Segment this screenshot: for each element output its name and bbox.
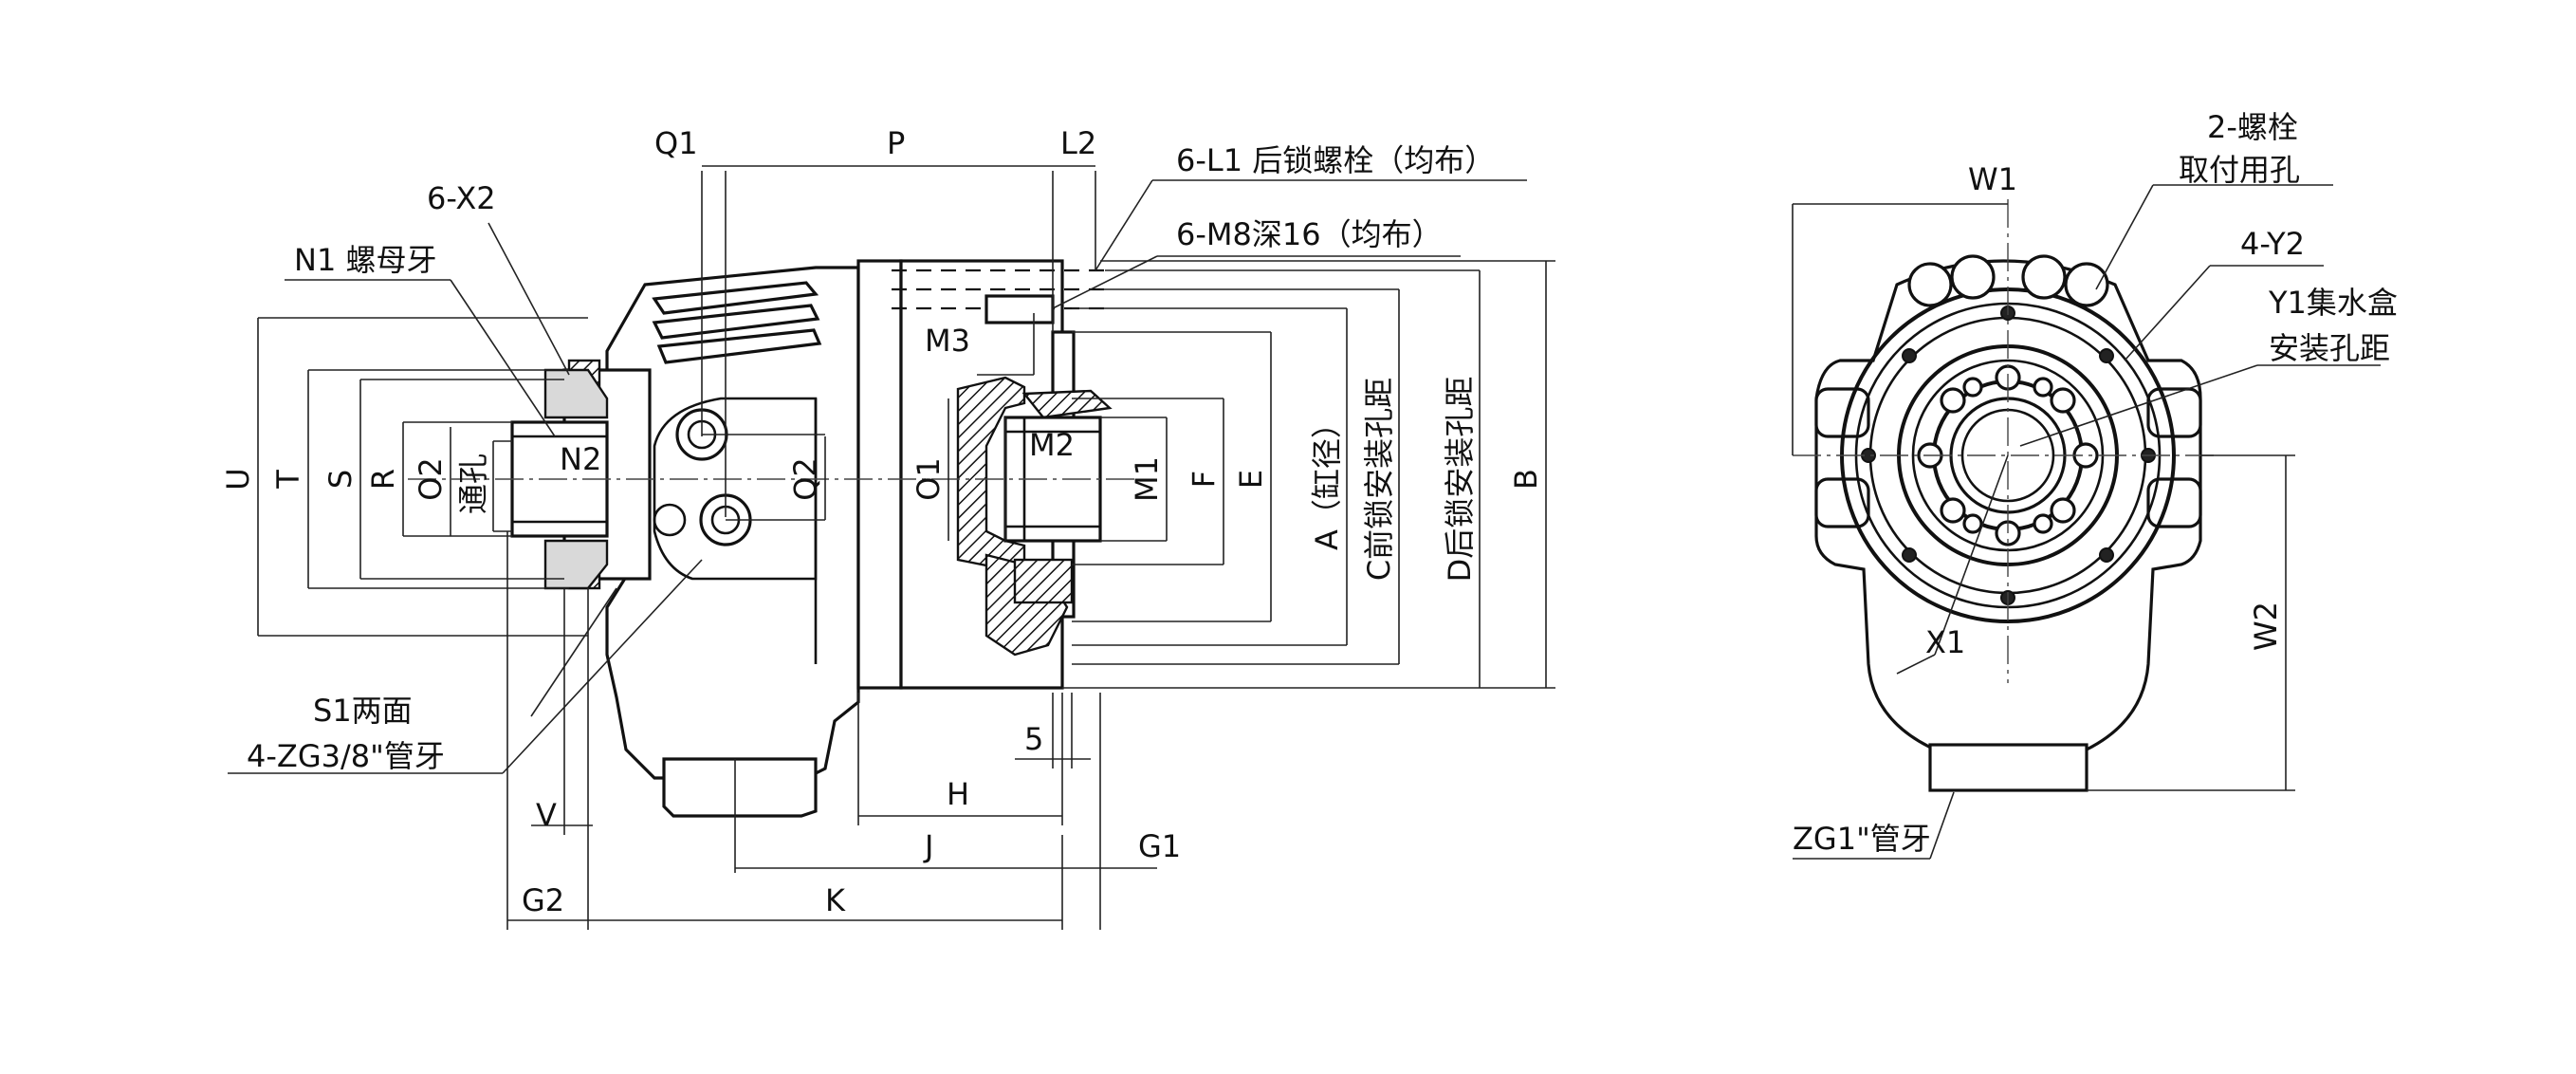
label-x2: 6-X2 — [427, 180, 496, 216]
label-zg38: 4-ZG3/8"管牙 — [247, 738, 445, 774]
label-s1: S1两面 — [313, 693, 413, 729]
label-g1: G1 — [1138, 828, 1181, 864]
label-l1-note: 6-L1 后锁螺栓（均布） — [1176, 142, 1495, 178]
dimensions-bottom — [228, 531, 1157, 930]
label-n2: N2 — [560, 441, 601, 477]
label-o1: O1 — [911, 457, 947, 501]
label-h: H — [947, 776, 969, 812]
label-c: C前锁安装孔距 — [1361, 378, 1397, 581]
side-view: Q1 P L2 6-L1 后锁螺栓（均布） 6-M8深16（均布） 6-X2 N… — [220, 125, 1555, 930]
label-y1-line1: Y1集水盒 — [2268, 285, 2398, 321]
label-g2: G2 — [522, 882, 564, 918]
label-k: K — [825, 882, 846, 918]
label-bolt2-line2: 取付用孔 — [2179, 152, 2300, 188]
label-tongkong: 通孔 — [455, 454, 491, 514]
label-a: A（缸径） — [1309, 408, 1345, 550]
label-m8-note: 6-M8深16（均布） — [1176, 216, 1443, 252]
label-m2: M2 — [1029, 427, 1075, 463]
label-t: T — [270, 470, 306, 490]
label-q2: Q2 — [787, 457, 823, 501]
label-zg1: ZG1"管牙 — [1793, 821, 1931, 857]
label-f: F — [1186, 471, 1222, 488]
label-b: B — [1508, 469, 1544, 490]
label-p: P — [887, 125, 905, 161]
label-m3: M3 — [925, 323, 970, 359]
front-view: 2-螺栓 取付用孔 W1 4-Y2 Y1集水盒 安装孔距 X1 W2 ZG1"管… — [1792, 109, 2398, 860]
label-q1: Q1 — [654, 125, 698, 161]
label-five: 5 — [1024, 721, 1043, 757]
label-v: V — [536, 797, 557, 833]
top-notch-left — [1907, 254, 2109, 307]
label-y2: 4-Y2 — [2240, 226, 2305, 262]
dimensions-left — [257, 317, 826, 637]
label-s: S — [322, 470, 359, 489]
label-x1: X1 — [1925, 624, 1965, 660]
label-m1: M1 — [1129, 456, 1165, 502]
label-o2: O2 — [413, 457, 449, 501]
dimensions-top — [285, 165, 1527, 517]
label-r: R — [365, 469, 401, 490]
label-y1-line2: 安装孔距 — [2269, 330, 2390, 366]
label-e: E — [1233, 470, 1269, 489]
label-w1: W1 — [1968, 161, 2017, 197]
label-n1: N1 螺母牙 — [294, 242, 436, 278]
label-d: D后锁安装孔距 — [1442, 377, 1478, 583]
label-u: U — [220, 468, 256, 490]
label-bolt2-line1: 2-螺栓 — [2207, 109, 2298, 145]
label-j: J — [923, 828, 933, 864]
label-l2: L2 — [1060, 125, 1096, 161]
dimensions-right — [948, 260, 1555, 689]
label-w2: W2 — [2248, 602, 2284, 651]
